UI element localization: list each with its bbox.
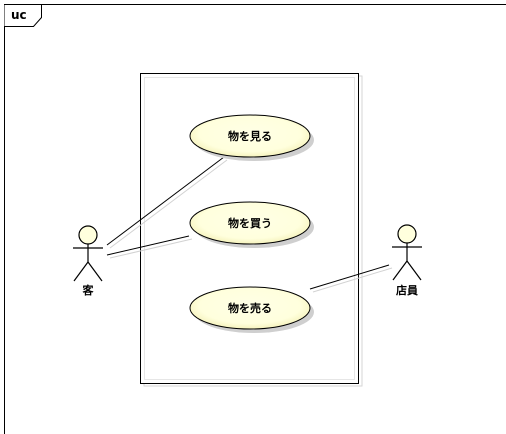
usecase-sell[interactable]: 物を売る — [189, 286, 314, 333]
association-customer-view[interactable] — [106, 156, 225, 246]
usecase-view[interactable]: 物を見る — [189, 114, 314, 161]
actor-customer-label: 客 — [82, 283, 95, 297]
usecase-buy[interactable]: 物を買う — [189, 201, 314, 248]
actor-customer[interactable]: 客 — [73, 225, 103, 297]
association-customer-buy[interactable] — [106, 235, 190, 256]
frame-tag — [4, 4, 42, 27]
stick-figure-icon — [392, 224, 422, 281]
usecase-buy-label: 物を買う — [228, 216, 272, 230]
actor-clerk-label: 店員 — [396, 283, 418, 297]
actor-clerk[interactable]: 店員 — [392, 224, 422, 297]
usecase-view-label: 物を見る — [228, 129, 272, 143]
diagram-frame: uc — [4, 4, 506, 434]
associations — [106, 156, 393, 293]
association-clerk-sell[interactable] — [309, 264, 390, 290]
stick-figure-icon — [73, 225, 103, 282]
usecase-sell-label: 物を売る — [228, 301, 272, 315]
frame-tag-label: uc — [11, 8, 27, 22]
